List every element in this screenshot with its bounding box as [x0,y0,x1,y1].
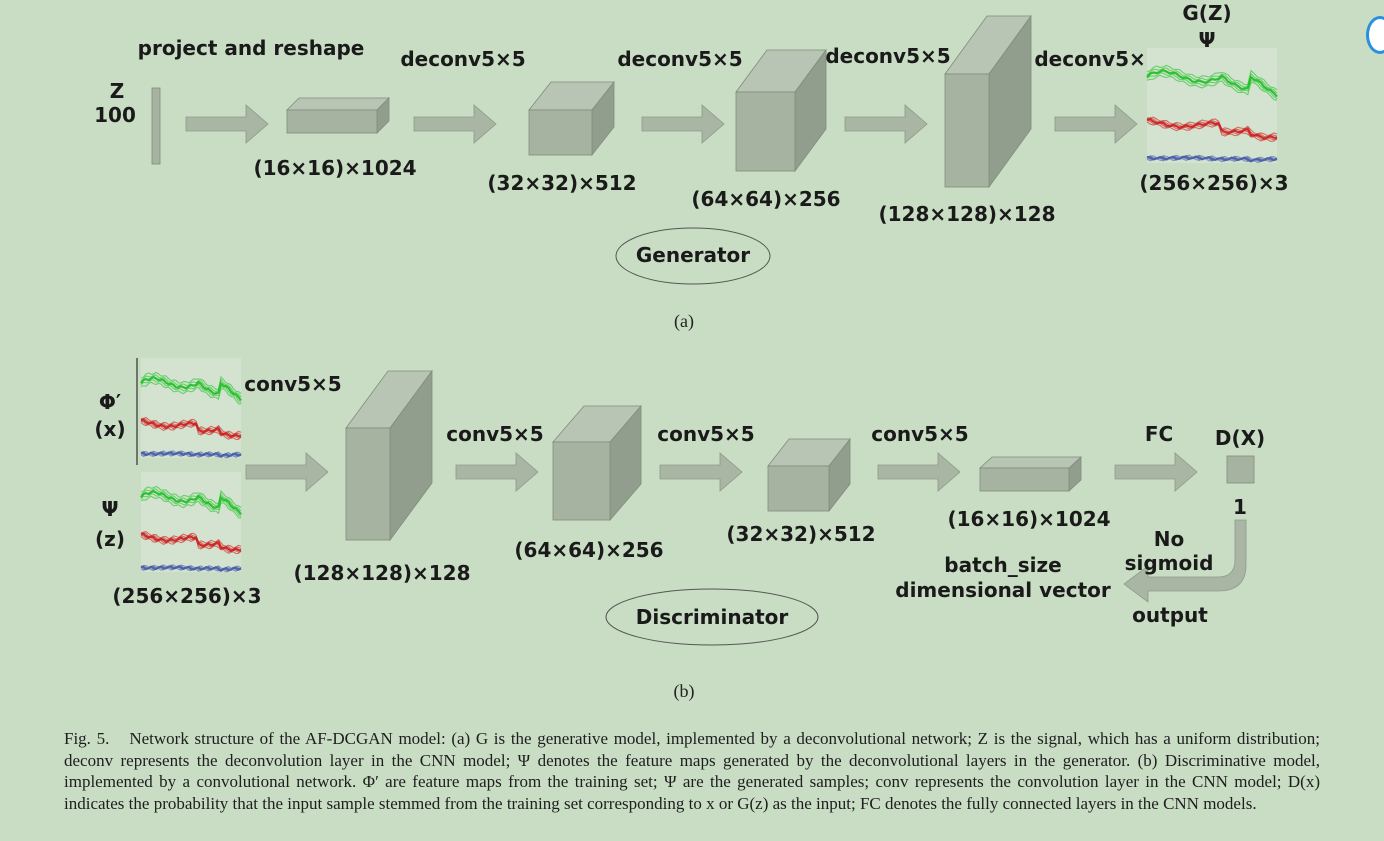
conv-label-3: conv5×5 [657,422,754,446]
arrow-icon [659,452,743,492]
psi-sub-label: (z) [95,527,125,551]
arrow-icon [877,452,961,492]
sigmoid-label: sigmoid [1125,551,1214,575]
gen-dim-label-5: (256×256)×3 [1139,171,1288,195]
z-label: Z [110,79,125,103]
phi-label: Φ′ [99,390,121,414]
arrow-icon [245,452,329,492]
caption-text: Network structure of the AF-DCGAN model:… [64,729,1320,813]
discriminator-name: Discriminator [636,605,789,629]
disc-input-dim-label: (256×256)×3 [112,584,261,608]
real-feature-map [140,358,242,459]
disc-dim-label-2: (64×64)×256 [514,538,663,562]
z-dim-label: 100 [94,103,136,127]
gen-block-64 [735,48,827,173]
arrow-icon [844,104,928,144]
output-label: output [1132,603,1208,627]
discriminator-ellipse [605,588,819,646]
batch-size-label: batch_size [944,553,1061,577]
fc-label: FC [1145,422,1173,446]
dimensional-vector-label: dimensional vector [895,578,1111,602]
gen-dim-label-1: (16×16)×1024 [253,156,416,180]
figure-number: Fig. 5. [64,729,110,748]
generator-name: Generator [636,243,750,267]
generated-feature-map [1146,48,1278,163]
arrow-icon [641,104,725,144]
generator-panel: Z 100 project and reshape (16×16)×1024 d… [94,1,1288,332]
arrow-icon [413,104,497,144]
panel-label-a: (a) [674,311,694,332]
conv-label-4: conv5×5 [871,422,968,446]
circle-icon[interactable] [1366,16,1384,54]
deconv-label-4: deconv5×5 [1034,47,1159,71]
fake-feature-map [140,472,242,573]
gen-dim-label-3: (64×64)×256 [691,187,840,211]
conv-label-1: conv5×5 [244,372,341,396]
gen-dim-label-2: (32×32)×512 [487,171,636,195]
disc-block-16 [978,456,1083,492]
psi-label: Ψ [102,497,119,521]
z-vector-bar [151,87,161,165]
deconv-label-1: deconv5×5 [400,47,525,71]
disc-dim-label-4: (16×16)×1024 [947,507,1110,531]
curved-arrow-icon [1123,519,1247,603]
disc-dim-label-1: (128×128)×128 [293,561,470,585]
discriminator-panel: Φ′ (x) Ψ (z) (256×256)×3 conv5×5 (128×12… [94,358,1265,702]
project-reshape-label: project and reshape [138,36,365,60]
gen-block-16 [286,97,390,134]
disc-block-128 [345,369,433,542]
panel-label-b: (b) [674,681,695,702]
gen-dim-label-4: (128×128)×128 [878,202,1055,226]
arrow-icon [1054,104,1138,144]
gz-label: G(Z) [1182,1,1231,25]
arrow-icon [185,104,269,144]
conv-label-2: conv5×5 [446,422,543,446]
dx-label: D(X) [1215,426,1265,450]
gen-block-32 [528,80,615,157]
phi-sub-label: (x) [94,417,125,441]
disc-dim-label-3: (32×32)×512 [726,522,875,546]
generator-ellipse [615,227,771,285]
deconv-label-2: deconv5×5 [617,47,742,71]
arrow-icon [1114,452,1198,492]
arrow-icon [455,452,539,492]
dx-output-cell [1226,455,1255,484]
figure-caption: Fig. 5.Network structure of the AF-DCGAN… [64,728,1320,814]
deconv-label-3: deconv5×5 [825,44,950,68]
disc-block-32 [767,437,851,513]
disc-block-64 [552,404,642,522]
gen-block-128 [944,14,1032,189]
dx-value-label: 1 [1233,495,1247,519]
gen-psi-label: Ψ [1199,28,1216,52]
no-label: No [1154,527,1184,551]
